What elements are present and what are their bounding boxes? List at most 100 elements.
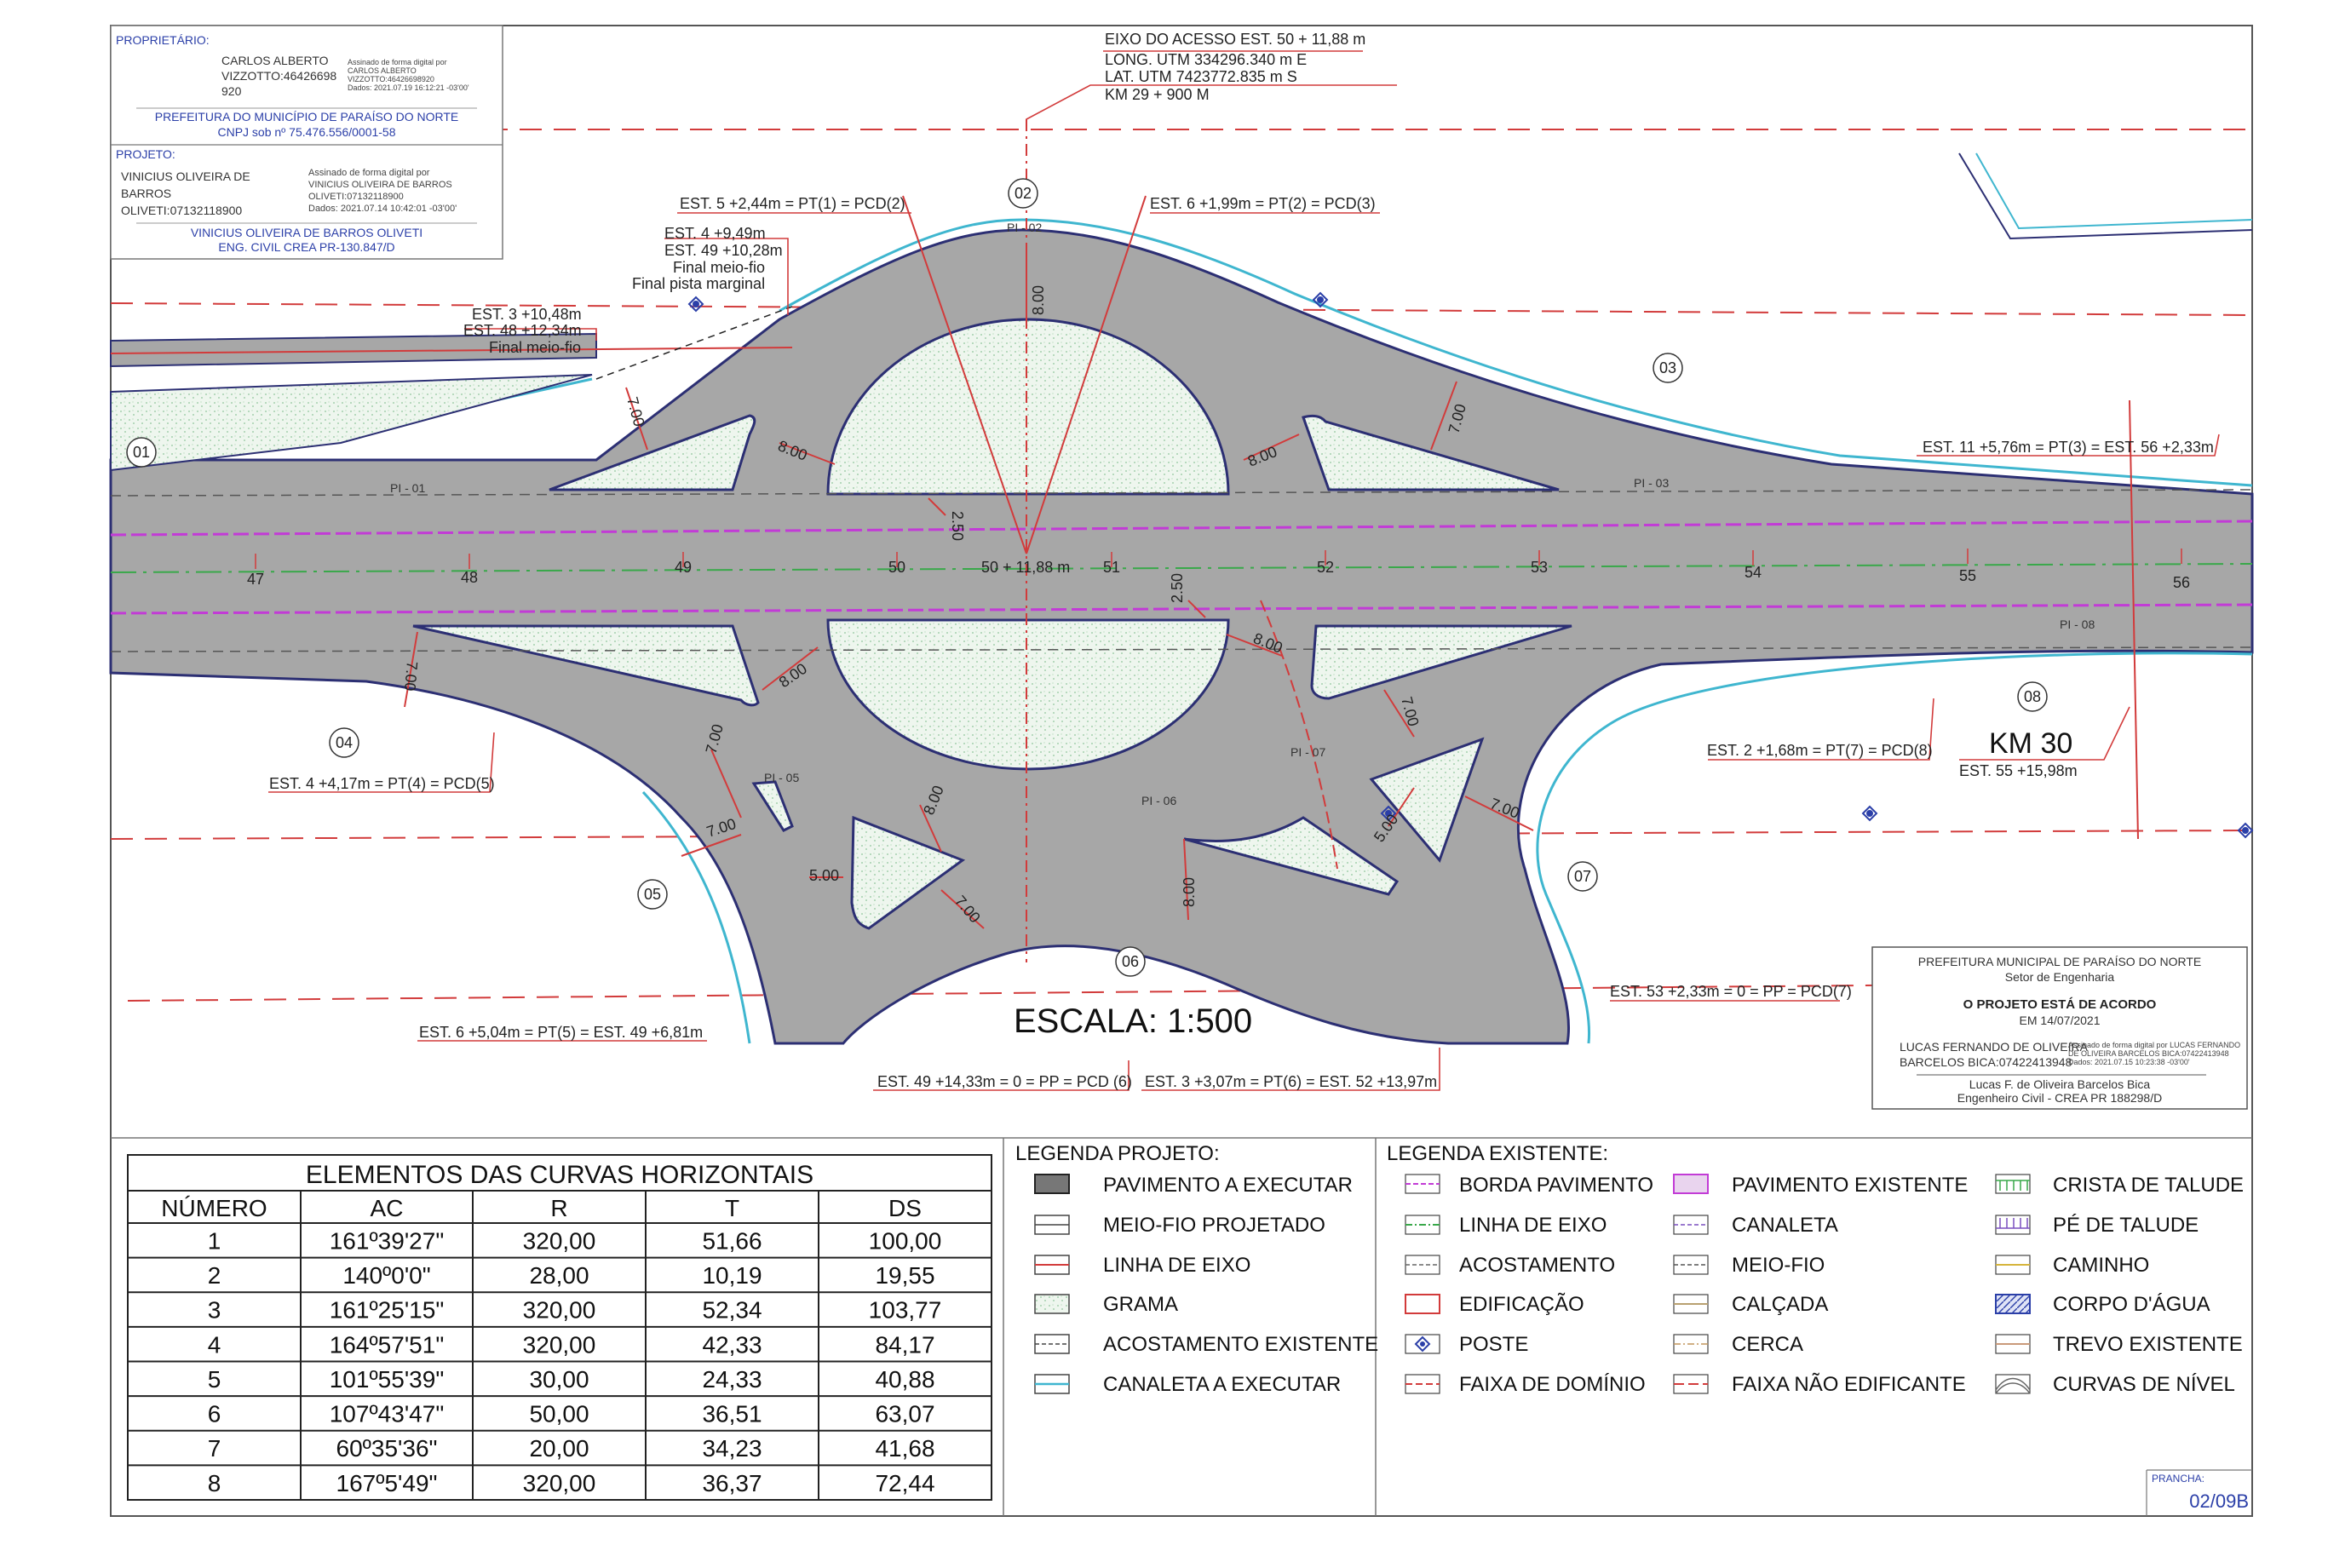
- owner-name-2: VIZZOTTO:46426698: [221, 69, 336, 83]
- owner-sig-1: Assinado de forma digital por: [348, 58, 447, 66]
- owner-sig-3: VIZZOTTO:46426698920: [348, 75, 434, 83]
- table-cell: 60º35'36": [336, 1435, 438, 1462]
- legend-swatch-canaleta: [1034, 1374, 1070, 1394]
- dim-8: 7.00: [401, 661, 421, 692]
- island-south-left-small: [751, 780, 794, 832]
- proj-name-1: VINICIUS OLIVEIRA DE: [121, 169, 250, 183]
- table-cell: 2: [208, 1262, 221, 1289]
- ann-est3-1048: EST. 3 +10,48m: [472, 306, 582, 323]
- table-cell: 36,37: [702, 1470, 762, 1496]
- stamp-sig-name-1: LUCAS FERNANDO DE OLIVEIRA: [1900, 1040, 2089, 1054]
- ann-est4-417: EST. 4 +4,17m = PT(4) = PCD(5): [269, 775, 495, 792]
- owner-heading: PROPRIETÁRIO:: [116, 33, 210, 47]
- legend-existing-col3-2: PÉ DE TALUDE: [2053, 1214, 2199, 1237]
- owner-name-1: CARLOS ALBERTO: [221, 54, 329, 67]
- table-header-cell: R: [550, 1195, 567, 1221]
- ann-est4-949: EST. 4 +9,49m: [664, 225, 766, 242]
- legend-existing-col3-5: TREVO EXISTENTE: [2053, 1333, 2243, 1356]
- proj-sig-2: VINICIUS OLIVEIRA DE BARROS: [308, 180, 452, 190]
- owner-cnpj: CNPJ sob nº 75.476.556/0001-58: [217, 125, 395, 139]
- legend-project-item-5: ACOSTAMENTO EXISTENTE: [1103, 1333, 1378, 1356]
- table-cell: 30,00: [529, 1366, 589, 1393]
- station-annotations: EST. 5 +2,44m = PT(1) = PCD(2) EST. 6 +1…: [269, 195, 2214, 1090]
- table-cell: 19,55: [875, 1262, 934, 1289]
- sheet-number: 02/09B: [2189, 1490, 2249, 1512]
- legend-swatch-pavimento: [1034, 1174, 1070, 1194]
- axis-note-line3: LAT. UTM 7423772.835 m S: [1105, 68, 1297, 85]
- table-cell: 51,66: [702, 1227, 762, 1254]
- table-cell: 72,44: [875, 1470, 934, 1496]
- project-heading: PROJETO:: [116, 147, 175, 161]
- table-cell: 41,68: [875, 1435, 934, 1462]
- legend-project-item-4: GRAMA: [1103, 1293, 1178, 1316]
- dim-17: 8.00: [1181, 877, 1198, 907]
- pi-05: PI - 05: [764, 771, 799, 784]
- legend-project-item-2: MEIO-FIO PROJETADO: [1103, 1214, 1325, 1237]
- island-nw: [549, 414, 756, 491]
- dim-6: 2.50: [949, 511, 966, 541]
- ann-est3-307: EST. 3 +3,07m = PT(6) = EST. 52 +13,97m: [1145, 1073, 1437, 1090]
- island-south-left: [850, 815, 966, 930]
- table-cell: 24,33: [702, 1366, 762, 1393]
- ann-est11: EST. 11 +5,76m = PT(3) = EST. 56 +2,33m: [1923, 439, 2214, 456]
- legend-project-item-1: PAVIMENTO A EXECUTAR: [1103, 1174, 1353, 1197]
- drawing-frame: [110, 25, 2253, 1517]
- station-48: 48: [461, 569, 478, 586]
- axis-left-diag: [902, 195, 1027, 554]
- approval-stamp: PREFEITURA MUNICIPAL DE PARAÍSO DO NORTE…: [1871, 946, 2248, 1110]
- left-lane-top: [110, 332, 597, 368]
- legend-existing-col1-5: POSTE: [1459, 1333, 1528, 1356]
- legend-existing-col3-swatches: [1995, 1174, 2031, 1394]
- table-cell: 320,00: [523, 1227, 596, 1254]
- table-cell: 320,00: [523, 1331, 596, 1358]
- km-est: EST. 55 +15,98m: [1959, 762, 2078, 779]
- legend-existing-col2-6: FAIXA NÃO EDIFICANTE: [1732, 1373, 1966, 1396]
- table-cell: 42,33: [702, 1331, 762, 1358]
- faixa-line-bottom: [127, 983, 2062, 1002]
- table-cell: 161º39'27": [330, 1227, 445, 1254]
- table-cell: 40,88: [875, 1366, 934, 1393]
- stamp-sig-note-3: Dados: 2021.07.15 10:23:38 -03'00': [2068, 1058, 2190, 1066]
- road-plan: 47 48 49 50 51 52 53 54 55 56 01 02 03 0: [109, 31, 2254, 1091]
- legend-swatch-acostamento: [1034, 1334, 1070, 1354]
- existing-road-topright-2: [1975, 152, 2253, 230]
- table-cell: 20,00: [529, 1435, 589, 1462]
- dim-16: 5.00: [809, 867, 839, 884]
- axis-pi07: [1260, 600, 1338, 870]
- table-cell: 320,00: [523, 1470, 596, 1496]
- pi-07: PI - 07: [1290, 745, 1325, 759]
- ann-est6: EST. 6 +1,99m = PT(2) = PCD(3): [1150, 195, 1376, 212]
- ann-est5: EST. 5 +2,44m = PT(1) = PCD(2): [680, 195, 905, 212]
- legend-swatch-meio-fio: [1034, 1215, 1070, 1235]
- station-53: 53: [1531, 559, 1548, 576]
- existing-road-topright: [1958, 152, 2253, 240]
- canaleta-top: [779, 218, 2253, 487]
- curve-marker-07: 07: [1574, 868, 1591, 885]
- island-ne: [1302, 414, 1560, 491]
- station-55: 55: [1959, 567, 1976, 584]
- island-se: [1310, 624, 1572, 700]
- legend-existing-col3-1: CRISTA DE TALUDE: [2053, 1174, 2244, 1197]
- pi-02: PI - 02: [1007, 221, 1042, 234]
- legend-existing-col1-4: EDIFICAÇÃO: [1459, 1293, 1584, 1316]
- legend-existing: LEGENDA EXISTENTE: BORDA PAVIMENTO LINHA…: [1387, 1142, 2244, 1396]
- legend-existing-col3-4: CORPO D'ÁGUA: [2053, 1293, 2210, 1316]
- dim-2: 7.00: [624, 395, 647, 428]
- annotation-leaders: [268, 84, 2220, 1091]
- axis-note-line1: EIXO DO ACESSO EST. 50 + 11,88 m: [1105, 31, 1365, 48]
- table-cell: 161º25'15": [330, 1297, 445, 1324]
- table-cell: 6: [208, 1401, 221, 1427]
- table-cell: 7: [208, 1435, 221, 1462]
- curve-marker-05: 05: [644, 886, 661, 903]
- proj-sig-4: Dados: 2021.07.14 10:42:01 -03'00': [308, 204, 457, 214]
- stamp-sig-name-2: BARCELOS BICA:07422413948: [1900, 1055, 2072, 1069]
- curve-marker-08: 08: [2024, 688, 2041, 705]
- table-cell: 103,77: [869, 1297, 942, 1324]
- legend-existing-col2-3: MEIO-FIO: [1732, 1254, 1825, 1277]
- ann-est48-1234: EST. 48 +12,34m: [463, 322, 582, 339]
- legend-existing-col1-3: ACOSTAMENTO: [1459, 1254, 1615, 1277]
- station-ticks: [255, 549, 2182, 569]
- legend-existing-col2-4: CALÇADA: [1732, 1293, 1828, 1316]
- axis-note: EIXO DO ACESSO EST. 50 + 11,88 m LONG. U…: [1103, 31, 1365, 103]
- legend-existing-col1-2: LINHA DE EIXO: [1459, 1214, 1607, 1237]
